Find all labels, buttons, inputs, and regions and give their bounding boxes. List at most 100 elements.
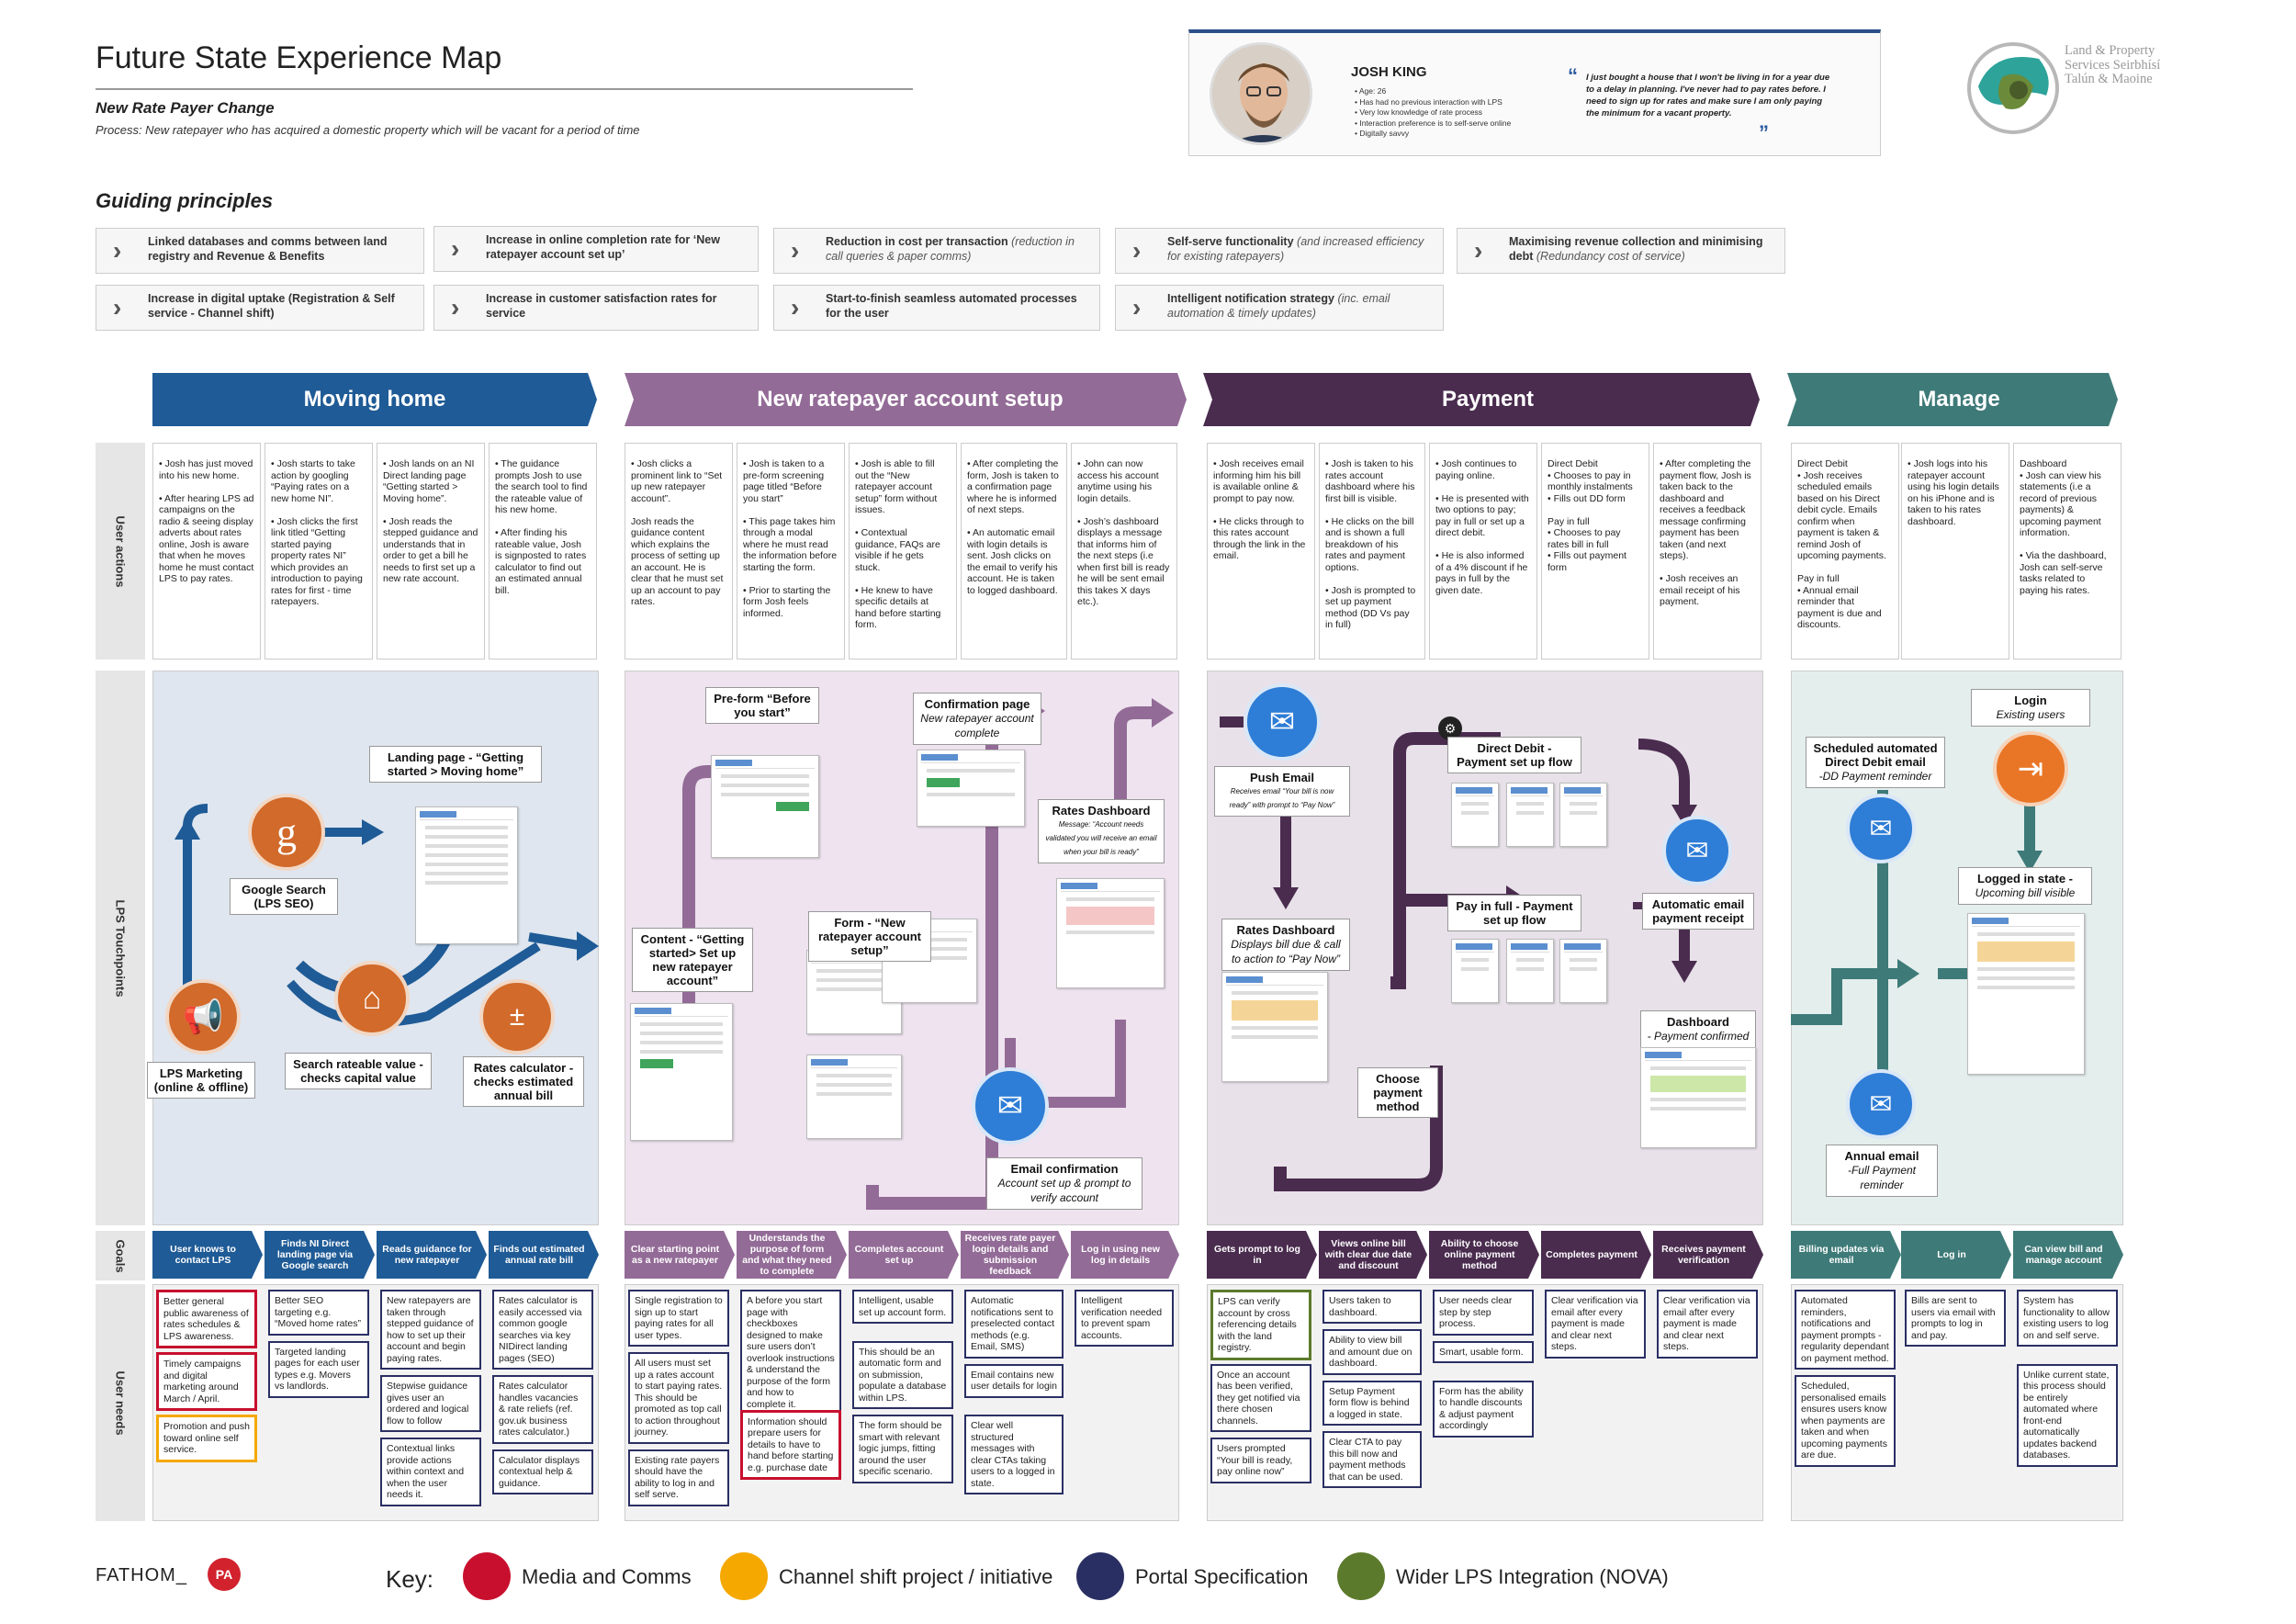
search-house-icon: ⌂: [334, 961, 410, 1036]
user-need: A before you start page with checkboxes …: [740, 1290, 841, 1415]
user-action-15: Direct Debit • Josh receives scheduled e…: [1791, 443, 1899, 660]
goal-1: User knows to contact LPS: [152, 1231, 263, 1279]
touch-search-rateable-value: Search rateable value - checks capital v…: [285, 1053, 432, 1089]
chevron-right-icon: ›: [1132, 293, 1142, 321]
chevron-right-icon: ›: [451, 293, 460, 321]
user-need: Form has the ability to handle discounts…: [1433, 1380, 1534, 1438]
calculator-icon: ±: [479, 979, 555, 1054]
user-need: New ratepayers are taken through stepped…: [380, 1290, 481, 1370]
user-need: Timely campaigns and digital marketing a…: [156, 1352, 257, 1411]
user-need: Stepwise guidance gives user an ordered …: [380, 1375, 481, 1432]
principle-text: Increase in digital uptake (Registration…: [148, 292, 395, 320]
chevron-right-icon: ›: [791, 293, 800, 321]
user-need: Existing rate payers should have the abi…: [628, 1449, 729, 1506]
title-divider: [96, 88, 913, 90]
discount-badge-icon: ⚙: [1438, 716, 1462, 740]
lane-label-actions: User actions: [96, 443, 145, 660]
dd-form-mockup-3: [1559, 783, 1607, 847]
user-action-4: • The guidance prompts Josh to use the s…: [489, 443, 597, 660]
form-mockup-2: [806, 1054, 902, 1139]
dd-form-mockup-2: [1506, 783, 1554, 847]
principle-text: Maximising revenue collection and minimi…: [1509, 235, 1763, 263]
pif-form-mockup-1: [1451, 939, 1499, 1003]
user-need: Information should prepare users for det…: [740, 1409, 841, 1480]
touch-landing-page: Landing page - “Getting started > Moving…: [369, 746, 542, 783]
user-action-13: Direct Debit • Chooses to pay in monthly…: [1541, 443, 1649, 660]
user-need: Users prompted “Your bill is ready, pay …: [1210, 1438, 1311, 1483]
user-need: Promotion and push toward online self se…: [156, 1415, 257, 1462]
google-icon: g: [248, 794, 325, 871]
user-need: Contextual links provide actions within …: [380, 1438, 481, 1506]
megaphone-icon: 📢: [165, 979, 241, 1054]
principle-6: ›Increase in digital uptake (Registratio…: [96, 285, 424, 331]
user-need: Ability to view bill and amount due on d…: [1322, 1329, 1422, 1375]
user-need: Bills are sent to users via email with p…: [1905, 1290, 2006, 1347]
user-need: LPS can verify account by cross referenc…: [1210, 1290, 1311, 1360]
principle-2: ›Increase in online completion rate for …: [433, 226, 759, 272]
touch-dashboard-confirmed: Dashboard- Payment confirmed: [1640, 1010, 1756, 1048]
principle-3: ›Reduction in cost per transaction (redu…: [773, 228, 1100, 274]
chevron-right-icon: ›: [1474, 236, 1483, 265]
receipt-email-icon: ✉: [1662, 816, 1732, 885]
user-need: Better general public awareness of rates…: [156, 1290, 257, 1348]
persona-quote: I just bought a house that I won't be li…: [1586, 73, 1830, 118]
phase-payment: Payment: [1441, 387, 1535, 412]
user-need: Email contains new user details for logi…: [964, 1363, 1064, 1398]
user-need: Rates calculator is easily accessed via …: [492, 1290, 593, 1370]
principle-text: Start-to-finish seamless automated proce…: [826, 292, 1077, 320]
user-action-6: • Josh is taken to a pre-form screening …: [737, 443, 845, 660]
user-need: Clear verification via email after every…: [1545, 1290, 1646, 1359]
user-action-16: • Josh logs into his ratepayer account u…: [1901, 443, 2009, 660]
login-icon: ⇥: [1993, 731, 2068, 806]
user-need: Users taken to dashboard.: [1322, 1290, 1422, 1324]
landing-page-mockup: [415, 806, 518, 944]
goal-12: Ability to choose online payment method: [1429, 1231, 1539, 1279]
user-need: Automatic notifications sent to preselec…: [964, 1290, 1064, 1359]
user-action-1: • Josh has just moved into his new home.…: [152, 443, 261, 660]
pa-logo: PA: [208, 1558, 241, 1591]
key-label-1: Media and Comms: [522, 1565, 692, 1588]
user-action-12: • Josh continues to paying online. • He …: [1429, 443, 1537, 660]
lps-logo: Land & Property Services Seirbhísí Talún…: [1965, 40, 2160, 151]
content-page-mockup: [630, 1003, 733, 1141]
user-need: Calculator displays contextual help & gu…: [492, 1449, 593, 1494]
user-action-14: • After completing the payment flow, Jos…: [1653, 443, 1761, 660]
goal-17: Can view bill and manage account: [2013, 1231, 2123, 1279]
principle-text: Linked databases and comms between land …: [148, 235, 388, 263]
key-dot-3: [1076, 1552, 1124, 1600]
goal-3: Reads guidance for new ratepayer: [377, 1231, 487, 1279]
user-need: Smart, usable form.: [1433, 1340, 1534, 1363]
goal-5: Clear starting point as a new ratepayer: [625, 1231, 735, 1279]
phase-arrows: [152, 373, 2118, 426]
user-need: Scheduled, personalised emails ensures u…: [1795, 1375, 1896, 1467]
logo-text: Land & Property Services Seirbhísí Talún…: [2065, 43, 2161, 86]
key-label-4: Wider LPS Integration (NOVA): [1396, 1565, 1669, 1588]
lane-label-goals: Goals: [96, 1231, 145, 1280]
principle-text: Intelligent notification strategy: [1167, 292, 1334, 305]
key-dot-2: [720, 1552, 768, 1600]
user-need: Single registration to sign up to start …: [628, 1290, 729, 1347]
user-action-17: Dashboard • Josh can view his statements…: [2013, 443, 2122, 660]
quote-open-icon: “: [1568, 64, 1578, 87]
principle-subtext: (and increased efficiency for existing r…: [1167, 235, 1424, 263]
user-action-5: • Josh clicks a prominent link to “Set u…: [625, 443, 733, 660]
principle-text: Self-serve functionality: [1167, 235, 1294, 248]
annual-email-icon: ✉: [1846, 1069, 1916, 1139]
chevron-right-icon: ›: [791, 236, 800, 265]
user-need: System has functionality to allow existi…: [2017, 1290, 2118, 1347]
user-action-7: • Josh is able to fill out the “New rate…: [849, 443, 957, 660]
goal-16: Log in: [1901, 1231, 2011, 1279]
payment-dashboard-mockup: [1221, 972, 1328, 1082]
quote-close-icon: ”: [1759, 121, 1769, 144]
goal-2: Finds NI Direct landing page via Google …: [264, 1231, 375, 1279]
user-need: Intelligent verification needed to preve…: [1075, 1290, 1174, 1347]
user-action-10: • Josh receives email informing him his …: [1207, 443, 1315, 660]
touch-scheduled-dd-email: Scheduled automated Direct Debit email-D…: [1806, 737, 1945, 788]
user-need: User needs clear step by step process.: [1433, 1290, 1534, 1336]
pif-form-mockup-3: [1559, 939, 1607, 1003]
touch-choose-payment-method: Choose payment method: [1357, 1067, 1438, 1118]
persona-avatar: [1210, 42, 1312, 145]
